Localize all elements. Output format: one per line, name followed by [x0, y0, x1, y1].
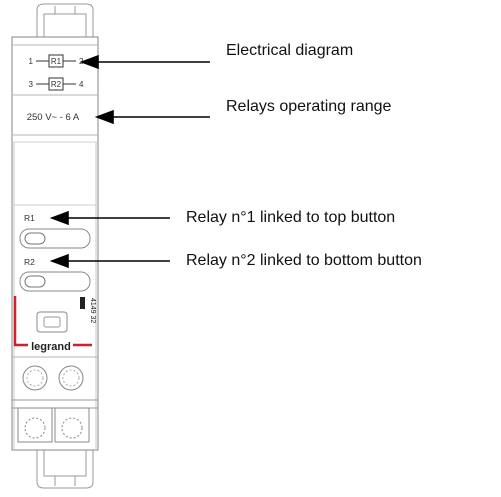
top-button-label: R1: [24, 213, 35, 223]
callout-arrows: [49, 54, 210, 269]
diagram-r2-label: R2: [51, 80, 62, 89]
diagram-terminal-3: 3: [29, 80, 34, 89]
side-code: 4149 32: [89, 298, 96, 323]
center-square-button[interactable]: [36, 311, 68, 333]
terminal-screw-top-right: [58, 365, 84, 391]
brand-logo: legrand: [31, 341, 71, 353]
terminal-block-bottom: [17, 407, 90, 443]
top-din-clip: [36, 3, 94, 38]
bottom-button-label: R2: [24, 257, 35, 267]
top-button[interactable]: [19, 228, 91, 249]
callout-relay1: Relay n°1 linked to top button: [186, 209, 396, 226]
code-marker: [80, 297, 85, 309]
diagram-terminal-4: 4: [79, 80, 84, 89]
brand-accent-line: [13, 296, 28, 347]
bottom-din-clip: [36, 450, 94, 489]
callout-relay2: Relay n°2 linked to bottom button: [186, 252, 422, 269]
callout-electrical-diagram: Electrical diagram: [226, 42, 354, 59]
bottom-button[interactable]: [19, 271, 91, 292]
terminal-screw-top-left: [22, 365, 48, 391]
diagram-terminal-1: 1: [29, 57, 34, 66]
electrical-diagram-symbol: [36, 54, 76, 91]
diagram-r1-label: R1: [51, 57, 62, 66]
rating-label: 250 V~ - 6 A: [27, 112, 80, 123]
callout-operating-range: Relays operating range: [226, 98, 392, 115]
